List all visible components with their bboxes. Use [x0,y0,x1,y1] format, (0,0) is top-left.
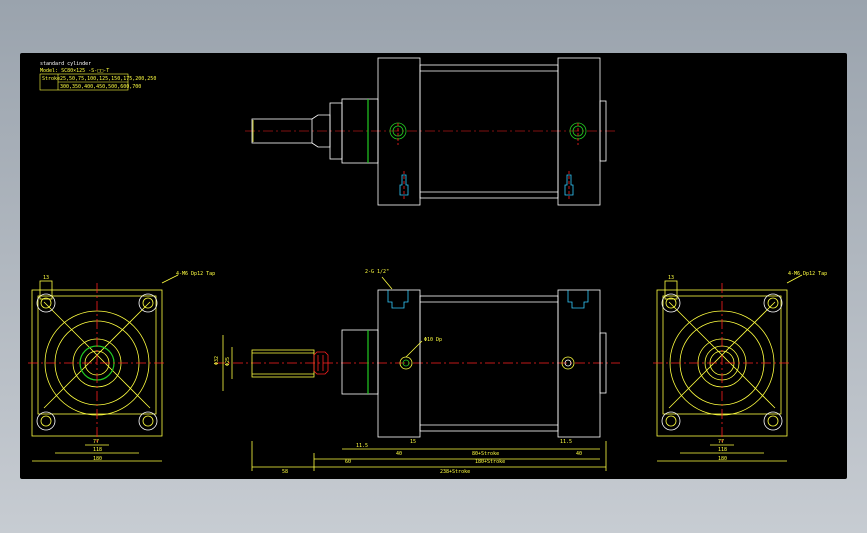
port-top-label: 2-G 1/2" [365,269,389,275]
left-mount-label: 4-M6 Dp12 Tap [176,271,215,277]
right-end-view [653,274,803,462]
left-dim-180: 180 [93,456,102,462]
left-dim-77: 77 [93,439,99,445]
model-text: Model: SC80×125 -S-□□-T [40,68,109,74]
drawing-title: standard cylinder [40,61,91,67]
side-view-labels: 2-G 1/2" Φ10 Dp Φ32 Φ25 11.5 15 40 80+St… [214,269,582,475]
right-mount-label: 4-M6 Dp12 Tap [788,271,827,277]
dim-front: 40 [396,451,402,457]
right-dim-13: 13 [668,275,674,281]
right-dim-118: 118 [718,447,727,453]
dim-end-left: 11.5 [356,443,368,449]
right-dim-77: 77 [718,439,724,445]
port-center-label: Φ10 Dp [424,337,442,343]
dim-total-body: 180+Stroke [475,459,505,465]
dim-stroke: 80+Stroke [472,451,499,457]
title-block: standard cylinder Model: SC80×125 -S-□□-… [39,61,156,91]
right-dim-180: 180 [718,456,727,462]
stroke-label: Stroke [42,76,60,82]
stroke-values-2: 300,350,400,450,500,600,700 [60,84,141,90]
right-end-labels: 13 4-M6 Dp12 Tap 77 118 180 [668,271,827,462]
left-dim-13: 13 [43,275,49,281]
left-dim-118: 118 [93,447,102,453]
dim-rear: 40 [576,451,582,457]
drawing-sheet: standard cylinder Model: SC80×125 -S-□□-… [20,53,847,479]
top-view [245,57,615,206]
cad-drawing: standard cylinder Model: SC80×125 -S-□□-… [28,57,827,475]
dim-rod: 58 [282,469,288,475]
dim-port-left: 15 [410,439,416,445]
dim-60: 60 [345,459,351,465]
dim-end-right: 11.5 [560,439,572,445]
phi-small-label: Φ25 [225,357,231,366]
left-end-labels: 13 4-M6 Dp12 Tap 77 118 180 [43,271,215,462]
side-view [215,276,620,471]
left-end-view [28,274,179,462]
phi-rod-label: Φ32 [214,356,220,365]
dim-overall: 238+Stroke [440,469,470,475]
stroke-values-1: 25,50,75,100,125,150,175,200,250 [60,76,156,82]
